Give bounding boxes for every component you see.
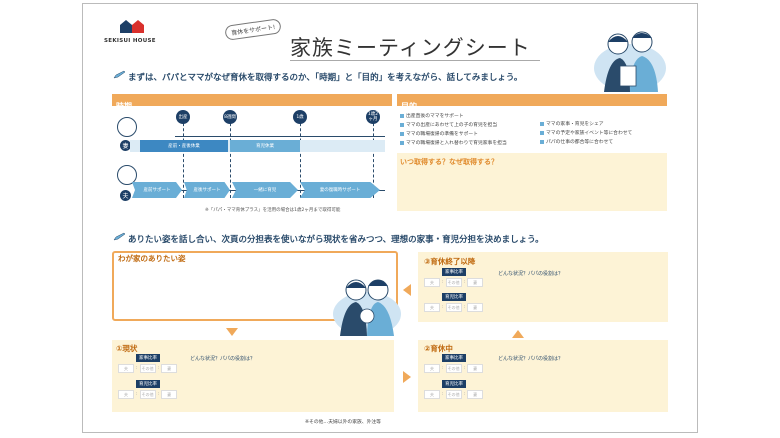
mama-avatar [117, 117, 137, 137]
other-cell[interactable]: その他 [445, 278, 462, 287]
milestone-8weeks: 8週間 [223, 110, 237, 124]
housework-ratio-chip: 家事比率 [442, 354, 466, 362]
sekisui-logo-icon [120, 20, 144, 33]
childcare-ratio-chip: 育児比率 [442, 380, 466, 388]
section2-heading: ありたい姿を話し合い、次頁の分担表を使いながら現状を省みつつ、理想の家事・育児分… [128, 235, 544, 245]
childcare-ratio-chip: 育児比率 [136, 380, 160, 388]
stage-current-box[interactable] [112, 340, 394, 412]
wife-cell[interactable]: 妻 [161, 390, 178, 399]
other-cell[interactable]: その他 [445, 303, 462, 312]
childcare-ratio-row: 夫: その他: 妻 [424, 303, 484, 312]
pencil-icon [113, 70, 126, 79]
logo-text: SEKISUI HOUSE [104, 38, 156, 44]
title-underline [290, 60, 540, 61]
purpose-item: ママの出産にあわせて上の子の育児を担当 [400, 121, 507, 128]
purpose-item: ママの職場復帰と入れ替わりで育児家事を担当 [400, 139, 507, 146]
wife-cell[interactable]: 妻 [467, 364, 484, 373]
family-illustration-icon [333, 279, 401, 336]
page-title: 家族ミーティングシート [290, 36, 531, 60]
other-cell[interactable]: その他 [445, 390, 462, 399]
stage-during-question: どんな状況？パパの役割は？ [498, 356, 564, 362]
purpose-item: ママの予定や家族イベント等に合わせて [540, 129, 632, 136]
stage-current-label: ①現状 [116, 344, 138, 353]
other-cell[interactable]: その他 [445, 364, 462, 373]
papa-role-badge: 夫 [120, 190, 131, 201]
wife-cell[interactable]: 妻 [467, 390, 484, 399]
housework-ratio-row: 夫: その他: 妻 [424, 278, 484, 287]
ideal-label: わが家のありたい姿 [118, 254, 186, 263]
arrow-down-icon [226, 328, 238, 336]
stage-after-question: どんな状況？パパの役割は？ [498, 271, 564, 277]
husband-cell[interactable]: 夫 [424, 303, 440, 312]
couple-illustration-icon [594, 31, 666, 92]
husband-cell[interactable]: 夫 [118, 364, 134, 373]
stage-after-label: ③育休終了以降 [424, 257, 476, 266]
husband-cell[interactable]: 夫 [118, 390, 134, 399]
period-note: ※「パパ・ママ育休プラス」を活用の場合は1歳2ヶ月まで取得可能 [205, 208, 341, 213]
papa-chip-together: 一緒に育児 [232, 182, 298, 198]
other-cell[interactable]: その他 [139, 390, 156, 399]
mama-bar-childcare: 育児休業 [230, 140, 300, 152]
papa-chip-return: 妻の復職時サポート [300, 182, 380, 198]
papa-avatar [117, 165, 137, 185]
husband-cell[interactable]: 夫 [424, 364, 440, 373]
section1-heading: まずは、パパとママがなぜ育休を取得するのか、「時期」と「目的」を考えながら、話し… [128, 73, 523, 83]
pencil-icon [113, 232, 126, 241]
childcare-ratio-chip: 育児比率 [442, 293, 466, 301]
period-label: 時期 [116, 102, 132, 111]
purpose-item: ママの職場復帰の準備をサポート [400, 130, 507, 137]
purpose-label: 目的 [401, 102, 417, 111]
purpose-list-1: 出産直後のママをサポート ママの出産にあわせて上の子の育児を担当 ママの職場復帰… [400, 112, 507, 146]
milestone-birth: 出産 [176, 110, 190, 124]
housework-ratio-chip: 家事比率 [136, 354, 160, 362]
milestone-line-3 [300, 118, 302, 198]
wife-cell[interactable]: 妻 [467, 303, 484, 312]
milestone-line-1 [183, 118, 185, 198]
timeline-line-mama [175, 136, 385, 137]
papa-chip-postnatal: 産後サポート [184, 182, 230, 198]
stage-during-label: ②育休中 [424, 344, 453, 353]
milestone-1year: 1歳 [293, 110, 307, 124]
arrow-left-icon [403, 284, 411, 296]
other-cell[interactable]: その他 [139, 364, 156, 373]
stage-during-box[interactable] [418, 340, 668, 412]
period-header: 時期 [112, 94, 392, 111]
childcare-ratio-row: 夫: その他: 妻 [118, 390, 178, 399]
purpose-header: 目的 [397, 94, 667, 111]
husband-cell[interactable]: 夫 [424, 390, 440, 399]
wife-cell[interactable]: 妻 [161, 364, 178, 373]
footnote: ※その他…夫婦以外の家族、外注等 [305, 420, 381, 425]
housework-ratio-row: 夫: その他: 妻 [118, 364, 178, 373]
purpose-item: ママの家事・育児をシェア [540, 120, 632, 127]
milestone-line-4 [373, 118, 375, 198]
stage-current-question: どんな状況？パパの役割は？ [190, 356, 256, 362]
childcare-ratio-row: 夫: その他: 妻 [424, 390, 484, 399]
milestone-line-2 [230, 118, 232, 198]
mama-bar-maternity: 産前・産後休業 [140, 140, 228, 152]
housework-ratio-row: 夫: その他: 妻 [424, 364, 484, 373]
arrow-right-icon [403, 371, 411, 383]
arrow-up-icon [512, 330, 524, 338]
husband-cell[interactable]: 夫 [424, 278, 440, 287]
wife-cell[interactable]: 妻 [467, 278, 484, 287]
purpose-item: 出産直後のママをサポート [400, 112, 507, 119]
papa-chip-prenatal: 産前サポート [132, 182, 182, 198]
housework-ratio-chip: 家事比率 [442, 268, 466, 276]
milestone-1year2months: 1歳2ヶ月 [366, 110, 380, 124]
purpose-answer-box[interactable] [397, 153, 667, 211]
purpose-question: いつ取得する？なぜ取得する？ [400, 158, 498, 166]
purpose-list-2: ママの家事・育児をシェア ママの予定や家族イベント等に合わせて パパの仕事の都合… [540, 120, 632, 145]
purpose-item: パパの仕事の都合等に合わせて [540, 138, 632, 145]
mama-role-badge: 妻 [120, 140, 131, 151]
